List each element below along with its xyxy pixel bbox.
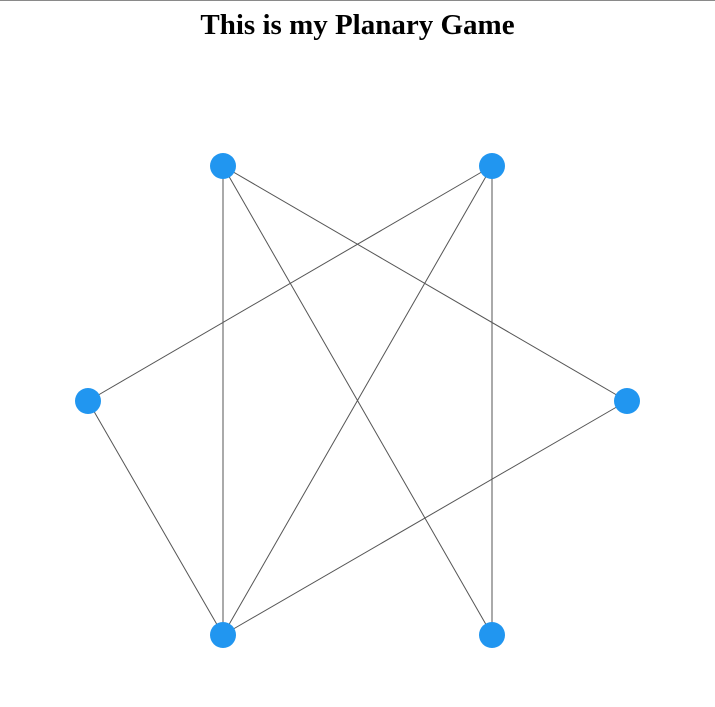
nodes-layer bbox=[75, 153, 640, 648]
top-border bbox=[0, 0, 715, 1]
graph-node[interactable] bbox=[210, 622, 236, 648]
graph-edge bbox=[222, 165, 493, 636]
graph-node[interactable] bbox=[210, 153, 236, 179]
graph-node[interactable] bbox=[479, 622, 505, 648]
graph-node[interactable] bbox=[614, 388, 640, 414]
graph-edge bbox=[222, 400, 628, 636]
edges-layer bbox=[87, 165, 628, 636]
graph-edge bbox=[87, 165, 493, 402]
graph-edge bbox=[87, 400, 224, 636]
graph-node[interactable] bbox=[75, 388, 101, 414]
page-title: This is my Planary Game bbox=[200, 9, 515, 41]
graph-node[interactable] bbox=[479, 153, 505, 179]
